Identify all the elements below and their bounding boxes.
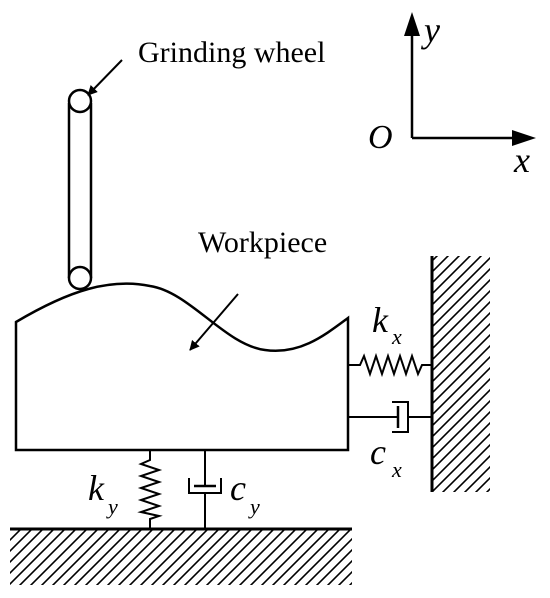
- spring-ky-symbol: k: [88, 468, 105, 508]
- wheel-top-end: [67, 88, 93, 114]
- damper-cx-symbol: c: [370, 432, 386, 472]
- spring-kx-subscript: x: [391, 324, 402, 349]
- x-axis-label: x: [513, 140, 530, 180]
- y-axis-label: y: [421, 10, 440, 50]
- spring-ky: [137, 450, 163, 529]
- ground-support: k y c y: [10, 450, 352, 585]
- spring-ky-subscript: y: [106, 494, 118, 519]
- wall-support: k x c x: [348, 256, 490, 492]
- x-axis-arrowhead: [512, 130, 536, 146]
- ground-hatching: [10, 529, 352, 585]
- y-axis-arrowhead: [404, 12, 420, 36]
- spring-kx-symbol: k: [372, 300, 389, 340]
- spring-kx: [348, 352, 432, 378]
- damper-cy-symbol: c: [230, 468, 246, 508]
- damper-cy: [188, 450, 222, 529]
- damper-cx-subscript: x: [391, 457, 402, 482]
- grinding-wheel: Grinding wheel: [67, 36, 325, 291]
- wheel-bottom-end: [67, 265, 93, 291]
- coordinate-axes: y O x: [368, 10, 536, 180]
- wheel-label-leader: [87, 59, 123, 96]
- workpiece: Workpiece: [14, 226, 350, 452]
- wall-hatching: [432, 256, 490, 492]
- damper-cy-subscript: y: [248, 494, 260, 519]
- damper-cx: [348, 401, 432, 433]
- workpiece-label: Workpiece: [198, 226, 327, 259]
- workpiece-body: [14, 282, 350, 452]
- grinding-wheel-label: Grinding wheel: [138, 36, 325, 69]
- workpiece-label-leader: [189, 293, 239, 351]
- origin-label: O: [368, 119, 393, 156]
